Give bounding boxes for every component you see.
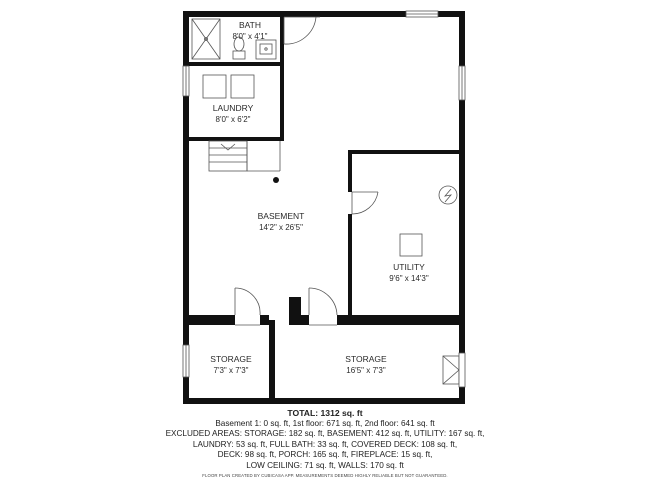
- post-marker: [273, 177, 279, 183]
- area-summary: TOTAL: 1312 sq. ft Basement 1: 0 sq. ft,…: [0, 408, 650, 479]
- area-line: EXCLUDED AREAS: STORAGE: 182 sq. ft, BAS…: [165, 429, 485, 439]
- area-line: LOW CEILING: 71 sq. ft, WALLS: 170 sq. f…: [246, 460, 404, 470]
- utility-door[interactable]: [351, 191, 379, 215]
- room-name-utility: UTILITY: [393, 262, 425, 272]
- room-dims-storage-left: 7'3" x 7'3": [214, 366, 249, 375]
- room-name-basement: BASEMENT: [258, 211, 305, 221]
- room-name-storage-left: STORAGE: [210, 354, 252, 364]
- shower-icon: [191, 18, 221, 60]
- room-name-bath: BATH: [239, 20, 261, 30]
- utility-walls: [348, 150, 465, 324]
- storage-cabinet-icon: [442, 355, 460, 385]
- wall-right: [459, 11, 465, 404]
- bath-door[interactable]: [283, 16, 320, 45]
- disclaimer: FLOOR PLAN CREATED BY CUBICASA APP. MEAS…: [202, 472, 448, 478]
- area-line: DECK: 98 sq. ft, PORCH: 165 sq. ft, FIRE…: [217, 450, 433, 460]
- storage-left-door[interactable]: [234, 287, 261, 326]
- washer-icon: [202, 74, 227, 99]
- wall-bottom: [183, 398, 465, 404]
- storage-right-opening: [458, 352, 466, 388]
- storage-right-door[interactable]: [308, 287, 338, 326]
- exterior-walls: [183, 11, 465, 404]
- dryer-icon: [230, 74, 255, 99]
- room-dims-utility: 9'6" x 14'3": [389, 274, 429, 283]
- staircase: [208, 140, 281, 172]
- room-dims-storage-right: 16'5" x 7'3": [346, 366, 386, 375]
- room-name-laundry: LAUNDRY: [213, 103, 254, 113]
- room-dims-bath: 8'0" x 4'1": [233, 32, 268, 41]
- room-name-storage-right: STORAGE: [345, 354, 387, 364]
- bath-laundry-walls: [189, 11, 284, 141]
- wall-left: [183, 11, 189, 404]
- floor-plan: BATH 8'0" x 4'1" LAUNDRY 8'0" x 6'2" BAS…: [182, 10, 466, 404]
- furnace-icon: [399, 233, 423, 257]
- area-line: LAUNDRY: 53 sq. ft, FULL BATH: 33 sq. ft…: [192, 439, 458, 449]
- area-line: Basement 1: 0 sq. ft, 1st floor: 671 sq.…: [215, 418, 435, 428]
- toilet-icon: [232, 36, 246, 60]
- room-dims-basement: 14'2" x 26'5": [259, 223, 303, 232]
- storage-walls: [189, 297, 465, 404]
- room-dims-laundry: 8'0" x 6'2": [216, 115, 251, 124]
- sink-icon: [255, 39, 277, 60]
- wall-top: [183, 11, 465, 17]
- total-area: TOTAL: 1312 sq. ft: [287, 408, 363, 418]
- electrical-panel-icon: [438, 185, 458, 205]
